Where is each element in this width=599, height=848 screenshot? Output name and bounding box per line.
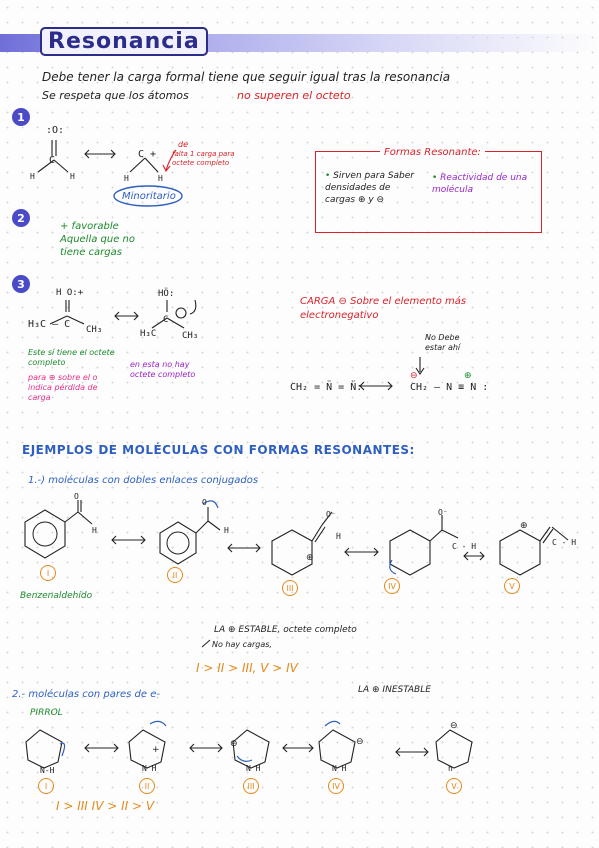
sec3-left-note: Este sí tiene el octete completo [28, 348, 115, 367]
order-1: I > II > III, V > IV [196, 661, 298, 675]
sec3-right-note: en esta no hay octete completo [130, 360, 196, 379]
formula-C-right: C [163, 315, 169, 325]
formula-H3C-left: H₃C — C [28, 319, 71, 330]
formula-H3C-right: H₃C [140, 329, 157, 339]
sec3-left-note2: para ⊕ sobre el o indica pérdida de carg… [28, 373, 98, 402]
box-left: • Sirven para Saber densidades de cargas… [325, 171, 414, 205]
formula-H1: H [30, 172, 35, 181]
box-right: • Reactividad de una molécula [432, 173, 528, 195]
roman-label-III: III [282, 580, 298, 596]
ex3-O: O⁻ [326, 510, 336, 519]
page-title: Resonancia [40, 27, 208, 56]
formula-HO-right: HÖ: [158, 289, 175, 299]
roman-label-IV: IV [384, 578, 400, 594]
py1-NH: N-H [40, 766, 55, 775]
plus-charge: ⊕ [464, 371, 472, 381]
order-2: I > III IV > II > V [56, 799, 155, 813]
no-cargas-note: No hay cargas, [212, 640, 272, 649]
ex2-O: O⁻ [202, 498, 212, 507]
sec2-text: + favorable Aquella que no tiene cargas [60, 221, 136, 258]
ex5-CH: C - H [552, 538, 577, 547]
py2-NH: N H [142, 764, 157, 773]
py-label-I: I [38, 778, 54, 794]
sec1-note-prefix: de [178, 140, 188, 149]
py3-minus: ⊖ [230, 739, 238, 749]
py-label-II: II [139, 778, 155, 794]
examples-sub1: 1.-) moléculas con dobles enlaces conjug… [28, 475, 259, 486]
ex2-H: H [224, 526, 229, 535]
examples-heading: EJEMPLOS DE MOLÉCULAS CON FORMAS RESONAN… [22, 443, 415, 457]
formula-CH3-left: CH₃ [86, 325, 103, 335]
intro-line-2a: Se respeta que los átomos [42, 89, 189, 102]
py-label-V: V [446, 778, 462, 794]
formula-C1: C [49, 155, 56, 166]
ex3-H: H [336, 532, 341, 541]
roman-label-I: I [40, 565, 56, 581]
ex1-O: O [74, 492, 79, 501]
py5-minus: ⊖ [450, 721, 458, 731]
examples-sub2: 2.- moléculas con pares de e- [12, 689, 160, 700]
formula-CH3-right: CH₃ [182, 331, 199, 341]
pirrol-label: PIRROL [30, 708, 63, 718]
minoritario-label: Minoritario [122, 191, 176, 202]
benzaldehido-label: Benzenaldehído [20, 591, 93, 601]
py-label-IV: IV [328, 778, 344, 794]
bullet-2: 2 [12, 209, 30, 227]
box-title: Formas Resonante: [380, 146, 485, 159]
estable-note: LA ⊕ ESTABLE, octete completo [214, 625, 357, 635]
ex1-H: H [92, 526, 97, 535]
diazo-right: CH₂ — N ≡ N : [410, 382, 489, 393]
roman-label-II: II [167, 567, 183, 583]
py2-plus: + [152, 745, 160, 755]
formula-O: :O: [46, 125, 65, 136]
no-debe-note: No Debe estar ahí [425, 333, 461, 352]
formula-H4: H [158, 174, 163, 183]
bullet-3: 3 [12, 275, 30, 293]
formula-H3: H [124, 174, 129, 183]
minus-charge: ⊖ [410, 371, 418, 381]
intro-line-1: Debe tener la carga formal tiene que seg… [42, 70, 451, 84]
py3-NH: N H [246, 764, 261, 773]
ex4-CH: C - H [452, 542, 477, 551]
formula-HO-left: H O:+ [56, 288, 84, 298]
py5-NH: h [448, 764, 453, 773]
py-label-III: III [243, 778, 259, 794]
roman-label-V: V [504, 578, 520, 594]
bullet-1: 1 [12, 108, 30, 126]
formula-H2: H [70, 172, 75, 181]
py4-NH: N H [332, 764, 347, 773]
carga-note: CARGA ⊖ Sobre el elemento más electroneg… [300, 296, 467, 321]
inestable-note: LA ⊕ INESTABLE [358, 685, 431, 695]
diazo-left: CH₂ = N̈ = N̈: [290, 382, 363, 393]
intro-line-2b: no superen el octeto [237, 89, 351, 102]
sec1-note: falta 1 carga para octete completo [172, 150, 235, 167]
ex5-plus: ⊕ [520, 521, 528, 531]
py4-minus: ⊖ [356, 737, 364, 747]
ex3-plus: ⊕ [306, 553, 314, 563]
ex4-O: O⁻ [438, 508, 448, 517]
formula-C2: C + [138, 149, 157, 160]
